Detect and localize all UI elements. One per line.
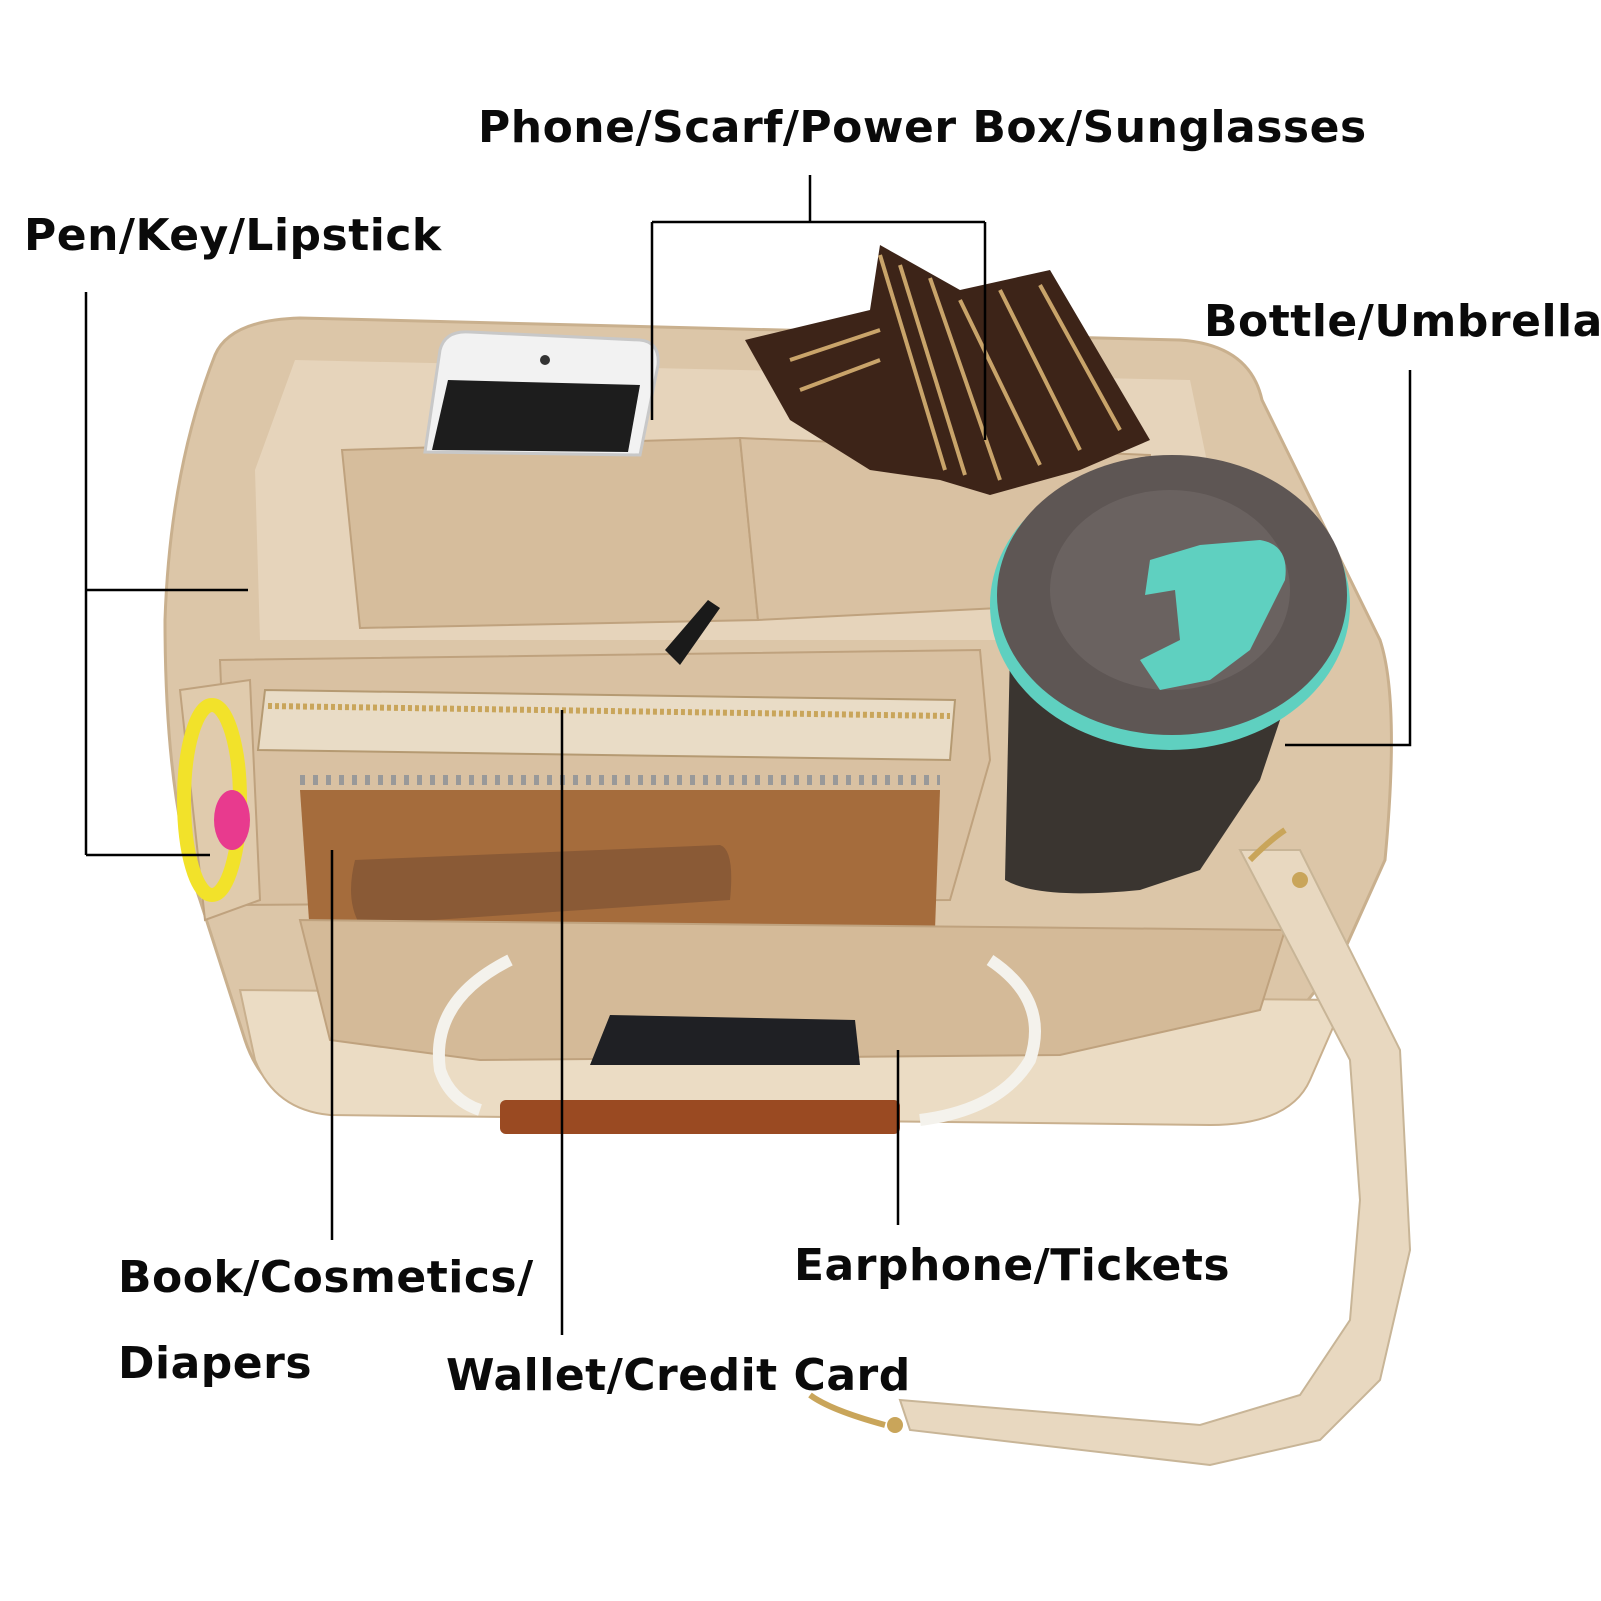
label-earphone-tickets: Earphone/Tickets (794, 1240, 1231, 1291)
scarf-image (745, 245, 1150, 495)
label-phone-scarf-powerbox-sunglasses: Phone/Scarf/Power Box/Sunglasses (478, 102, 1367, 153)
leader-line-bottle (1285, 370, 1412, 747)
leader-lines (84, 175, 1412, 1335)
label-pen-key-lipstick: Pen/Key/Lipstick (24, 210, 442, 261)
phone-image (423, 330, 660, 457)
label-bottle-umbrella: Bottle/Umbrella (1204, 296, 1601, 347)
front-pocket (298, 918, 1287, 1134)
label-wallet-credit-card: Wallet/Credit Card (446, 1350, 911, 1401)
label-diapers: Diapers (118, 1338, 313, 1389)
side-pocket-left (177, 678, 262, 922)
strap (808, 827, 1412, 1467)
leader-line-pen (84, 292, 248, 857)
leader-line-phone (650, 175, 987, 440)
label-book-cosmetics: Book/Cosmetics/ (118, 1252, 534, 1303)
bottle-image (990, 455, 1350, 894)
